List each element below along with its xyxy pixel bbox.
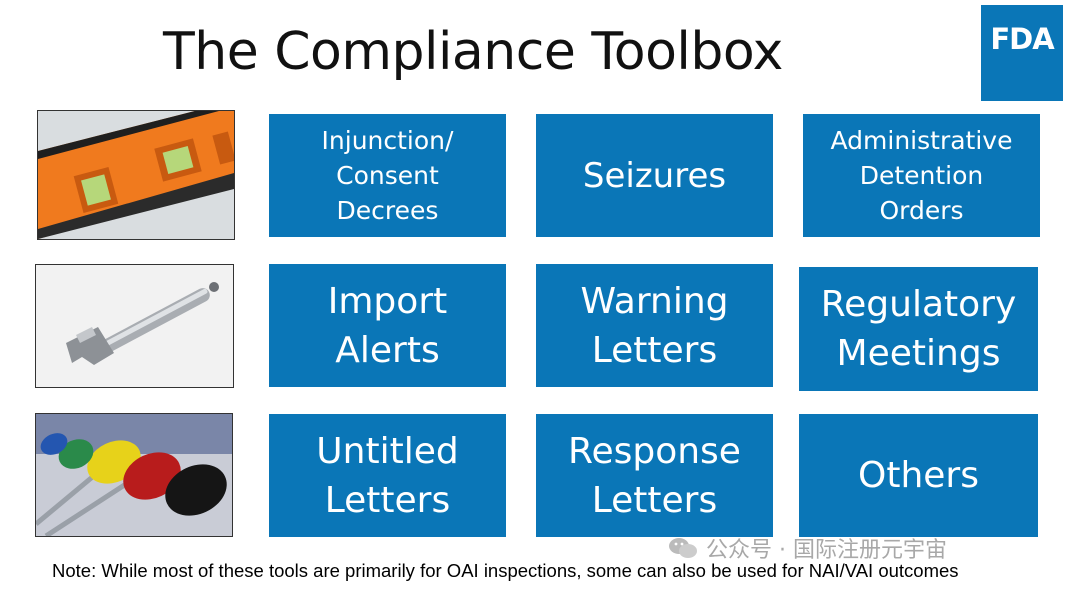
tile-line: Import <box>327 280 448 322</box>
tile-line: Decrees <box>336 196 439 225</box>
tile-line: Injunction/ <box>321 126 454 155</box>
tile-line: Untitled <box>316 430 459 472</box>
slide-title: The Compliance Toolbox <box>163 22 783 82</box>
tile-line: Letters <box>591 479 718 521</box>
screwdrivers-photo <box>35 413 233 537</box>
tile-regulatory-meetings: Regulatory Meetings <box>799 267 1038 391</box>
tile-line: Regulatory <box>820 284 1017 325</box>
fda-logo: FDA <box>981 5 1063 101</box>
tile-untitled-letters: Untitled Letters <box>269 414 506 537</box>
watermark: 公众号 · 国际注册元宇宙 <box>668 532 947 566</box>
tile-administrative-detention-orders: Administrative Detention Orders <box>803 114 1040 237</box>
tile-response-letters: Response Letters <box>536 414 773 537</box>
watermark-text: 公众号 · 国际注册元宇宙 <box>706 538 947 563</box>
tile-line: Others <box>858 455 979 496</box>
tile-warning-letters: Warning Letters <box>536 264 773 387</box>
tile-seizures: Seizures <box>536 114 773 237</box>
level-tool-photo <box>37 110 235 240</box>
tile-import-alerts: Import Alerts <box>269 264 506 387</box>
tile-line: Letters <box>591 329 718 371</box>
tile-line: Alerts <box>335 329 440 371</box>
tile-line: Orders <box>879 196 964 225</box>
fda-logo-text: FDA <box>990 22 1054 56</box>
tile-line: Administrative <box>830 126 1013 155</box>
tile-line: Response <box>568 430 741 472</box>
tile-injunction-consent-decrees: Injunction/ Consent Decrees <box>269 114 506 237</box>
wechat-icon <box>668 536 698 566</box>
tile-line: Meetings <box>836 333 1001 374</box>
tile-line: Consent <box>336 161 439 190</box>
tile-line: Detention <box>859 161 984 190</box>
tile-others: Others <box>799 414 1038 537</box>
footnote: Note: While most of these tools are prim… <box>52 560 959 581</box>
tile-line: Letters <box>324 479 451 521</box>
tile-line: Seizures <box>582 155 727 196</box>
tile-line: Warning <box>580 280 729 322</box>
wrench-photo <box>35 264 234 388</box>
